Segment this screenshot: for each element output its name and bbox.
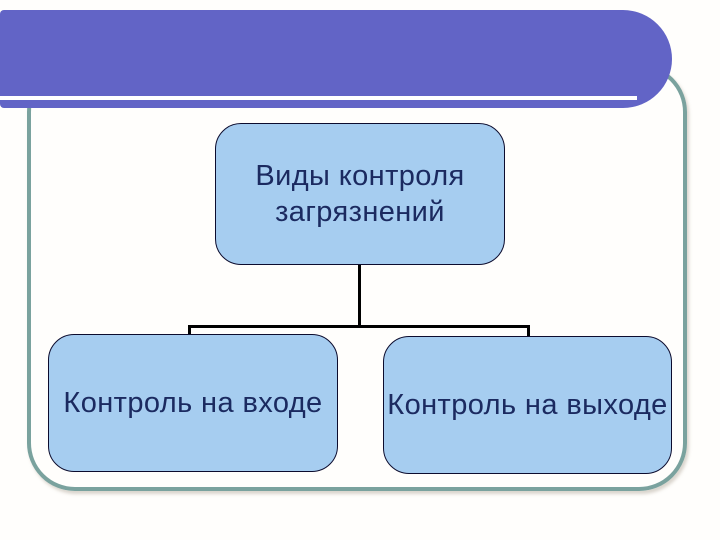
node-root-label: Виды контроля загрязнений (255, 159, 465, 228)
connector-horizontal (188, 325, 530, 328)
node-input-control-label: Контроль на входе (63, 386, 323, 419)
connector-root-vertical (358, 263, 361, 327)
connector-left-drop (188, 325, 191, 338)
connector-right-drop (527, 325, 530, 340)
node-root: Виды контроля загрязнений (215, 123, 505, 265)
node-output-control-label: Контроль на выходе (387, 388, 668, 421)
node-input-control: Контроль на входе (48, 334, 338, 472)
node-output-control: Контроль на выходе (383, 336, 672, 474)
banner-divider-line (0, 96, 637, 100)
title-banner (0, 10, 672, 108)
